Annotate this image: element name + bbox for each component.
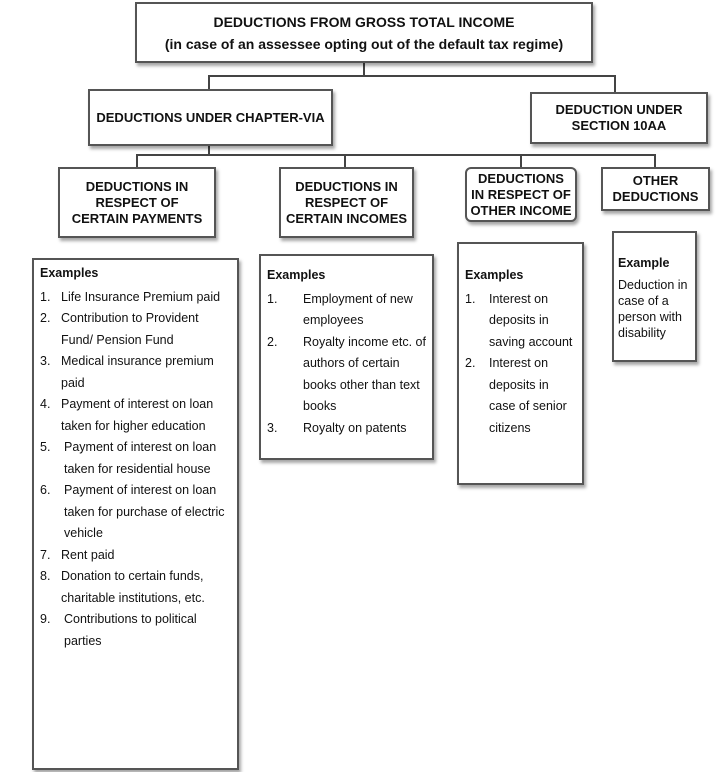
connector-level1-horizontal [208, 75, 615, 77]
root-subtitle: (in case of an assessee opting out of th… [164, 35, 564, 52]
payments-label: DEDUCTIONS IN RESPECT OF CERTAIN PAYMENT… [71, 178, 203, 226]
section-10aa-label: DEDUCTION UNDER SECTION 10AA [555, 102, 683, 133]
connector-to-chapter-via [208, 75, 210, 89]
incomes-box: DEDUCTIONS IN RESPECT OF CERTAIN INCOMES [279, 167, 414, 238]
connector-level2-horizontal [136, 154, 656, 156]
list-item: 1.Interest on deposits in saving account [465, 291, 573, 349]
other-deductions-examples-box: Example Deduction in case of a person wi… [612, 231, 697, 362]
other-deductions-box: OTHER DEDUCTIONS [601, 167, 710, 211]
connector-to-other-deductions [654, 154, 656, 167]
connector-to-other-income [520, 154, 522, 167]
connector-chapter-via-down [208, 146, 210, 155]
incomes-examples-title: Examples [267, 268, 326, 282]
list-item: 9.Contributions to political parties [40, 612, 197, 648]
root-title: DEDUCTIONS FROM GROSS TOTAL INCOME [213, 13, 515, 30]
list-item: 1.Life Insurance Premium paid [40, 289, 221, 304]
other-deductions-examples-title: Example [618, 256, 670, 270]
connector-root-down [363, 62, 365, 76]
section-10aa-box: DEDUCTION UNDER SECTION 10AA [530, 92, 708, 144]
incomes-examples-box: Examples 1.Employment of new employees 2… [259, 254, 434, 460]
list-item: 8.Donation to certain funds, charitable … [40, 569, 205, 605]
incomes-examples-list: 1.Employment of new employees 2.Royalty … [267, 289, 426, 440]
payments-box: DEDUCTIONS IN RESPECT OF CERTAIN PAYMENT… [58, 167, 216, 238]
other-income-examples-title: Examples [465, 268, 524, 282]
list-item: 2.Interest on deposits in case of senior… [465, 356, 567, 435]
connector-to-section-10aa [614, 75, 616, 92]
payments-examples-list: 1.Life Insurance Premium paid 2.Contribu… [40, 287, 231, 653]
root-box: DEDUCTIONS FROM GROSS TOTAL INCOME (in c… [135, 2, 593, 63]
payments-examples-title: Examples [40, 266, 99, 280]
list-item: 3.Medical insurance premium paid [40, 354, 214, 390]
list-item: 4.Payment of interest on loan taken for … [40, 397, 214, 433]
list-item: 6.Payment of interest on loan taken for … [40, 483, 225, 540]
connector-to-incomes [344, 154, 346, 167]
payments-examples-box: Examples 1.Life Insurance Premium paid 2… [32, 258, 239, 770]
other-income-box: DEDUCTIONS IN RESPECT OF OTHER INCOME [465, 167, 577, 222]
list-item: 2.Royalty income etc. of authors of cert… [267, 334, 426, 414]
other-income-examples-list: 1.Interest on deposits in saving account… [465, 289, 576, 440]
other-deductions-label: OTHER DEDUCTIONS [612, 173, 699, 204]
list-item: 1.Employment of new employees [267, 291, 413, 328]
list-item: 3.Royalty on patents [267, 420, 407, 435]
list-item: 5.Payment of interest on loan taken for … [40, 440, 217, 476]
chapter-via-box: DEDUCTIONS UNDER CHAPTER-VIA [88, 89, 333, 146]
other-income-label: DEDUCTIONS IN RESPECT OF OTHER INCOME [470, 170, 572, 218]
connector-to-payments [136, 154, 138, 167]
other-deductions-example-text: Deduction in case of a person with disab… [618, 278, 688, 340]
other-income-examples-box: Examples 1.Interest on deposits in savin… [457, 242, 584, 485]
list-item: 7.Rent paid [40, 547, 115, 562]
chapter-via-label: DEDUCTIONS UNDER CHAPTER-VIA [96, 109, 325, 125]
incomes-label: DEDUCTIONS IN RESPECT OF CERTAIN INCOMES [285, 178, 408, 226]
list-item: 2.Contribution to Provident Fund/ Pensio… [40, 311, 199, 347]
